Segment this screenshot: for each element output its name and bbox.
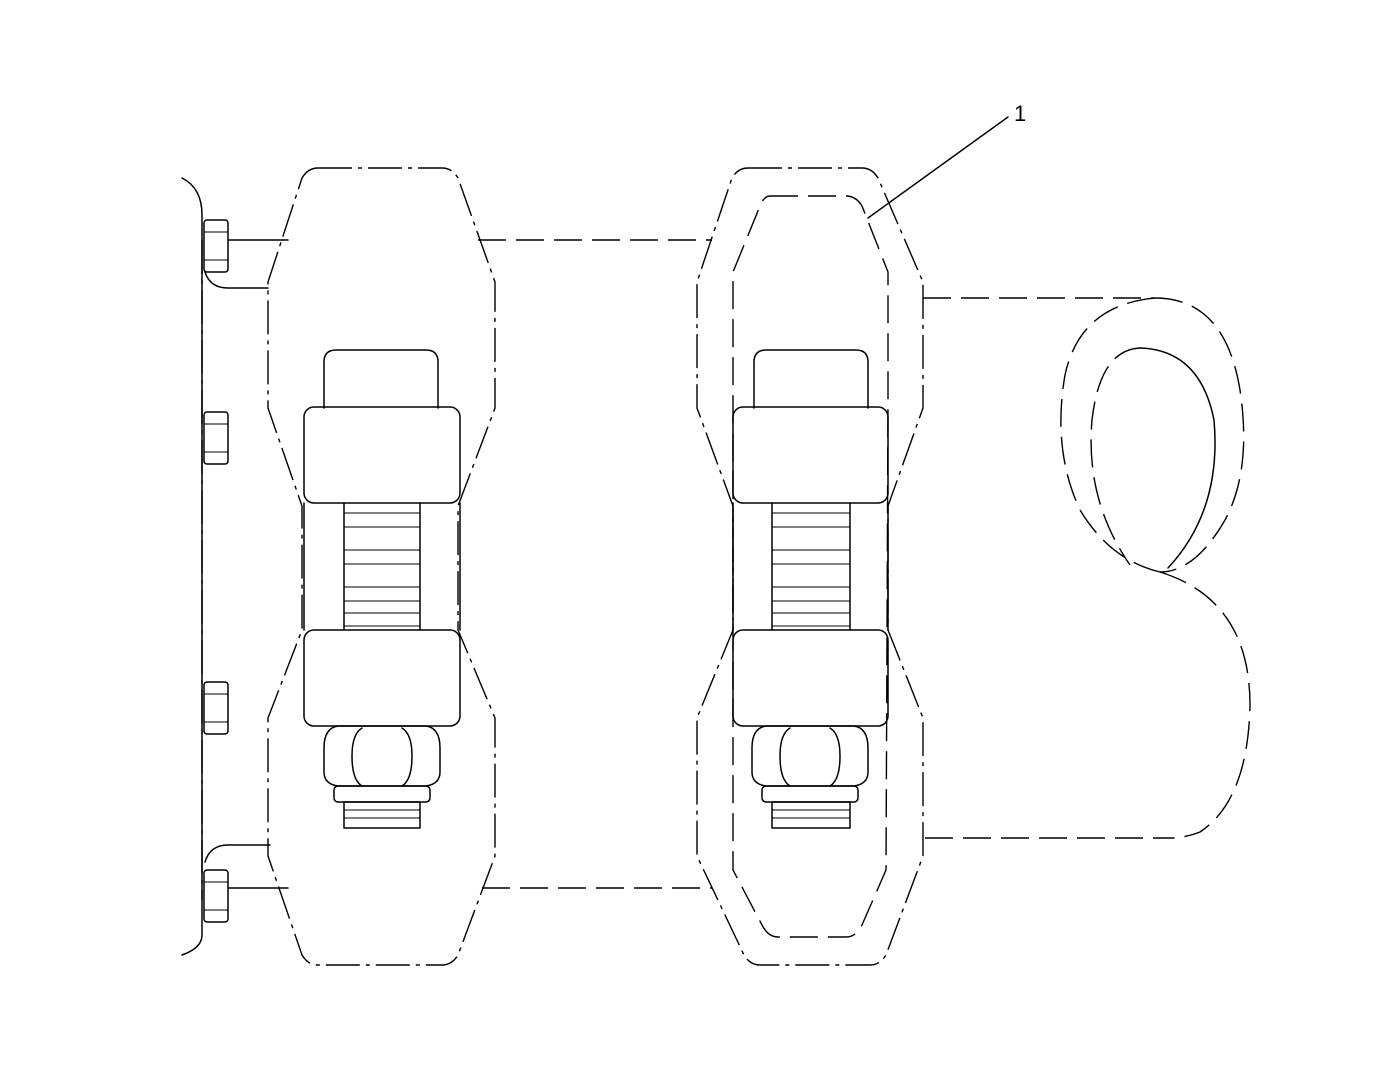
callout-1: 1 [867, 101, 1026, 219]
mounting-plate [181, 177, 289, 956]
plate-bolt-head [203, 219, 229, 273]
plate-bolt-head [203, 869, 229, 923]
connecting-lines [478, 239, 1170, 889]
plate-bolt-head [203, 681, 229, 735]
callout-label: 1 [1014, 101, 1026, 126]
right-clamp-block [696, 167, 924, 966]
right-clamp-hardware [732, 349, 889, 829]
plate-bolt-head [203, 411, 229, 465]
left-clamp-block [267, 167, 496, 966]
left-clamp-hardware [303, 349, 461, 829]
cable-loop [1060, 297, 1251, 839]
